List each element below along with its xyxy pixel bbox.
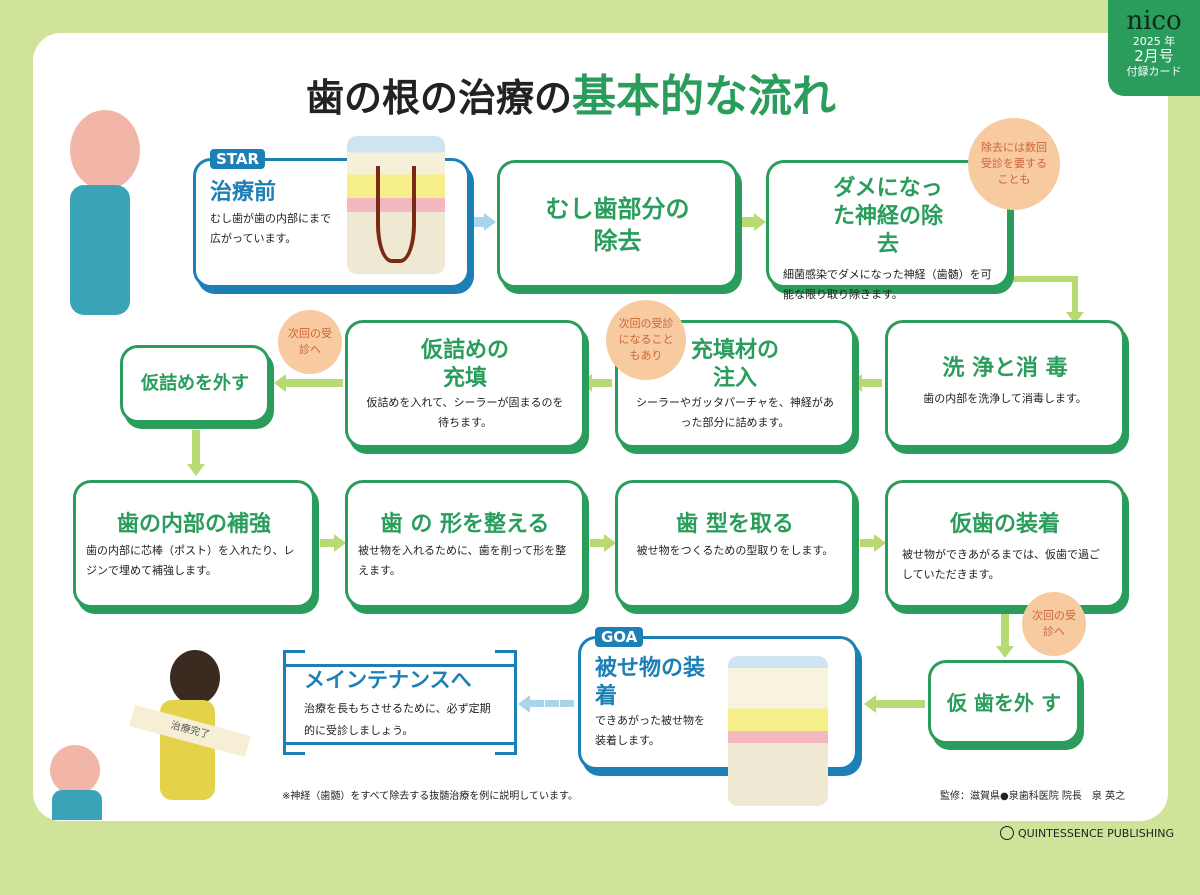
title-highlight: 基本的な流れ xyxy=(572,71,837,122)
arrow-5 xyxy=(590,379,612,387)
goal-tag: GOA xyxy=(595,627,644,647)
step-temp-filling: 仮詰めの充填仮詰めを入れて、シーラーが固まるのを待ちます。 xyxy=(345,320,585,448)
arrow-head xyxy=(187,464,205,476)
arrow-head xyxy=(864,695,876,713)
step-title: むし歯部分の除去 xyxy=(545,195,690,255)
step-remove-temp-crown: 仮 歯を外 す xyxy=(928,660,1080,744)
step-title: 治療前 xyxy=(210,180,277,205)
publisher-logo: QUINTESSENCE PUBLISHING xyxy=(1000,826,1174,840)
arrow-3 xyxy=(1072,276,1078,316)
step-cleaning: 洗 浄と消 毒歯の内部を洗浄して消毒します。 xyxy=(885,320,1125,448)
step-title: ダメになった神経の除去 xyxy=(832,176,943,257)
arrow-10 xyxy=(860,539,876,547)
patient-illustration xyxy=(170,650,220,705)
note-text: 次回の受診になることもあり xyxy=(618,317,674,362)
arrow-9 xyxy=(590,539,606,547)
step-desc: 被せ物ができあがるまでは、仮歯で過ごしていただきます。 xyxy=(902,548,1100,581)
arrow-head xyxy=(518,695,530,713)
maintenance-desc: 治療を長もちさせるために、必ず定期的に受診しましょう。 xyxy=(304,702,491,737)
arrow-head xyxy=(996,646,1014,658)
arrow-head xyxy=(274,374,286,392)
arrow-12 xyxy=(875,700,925,708)
title-prefix: 歯の根の治療の xyxy=(306,76,573,120)
arrow-1 xyxy=(470,217,488,227)
step-title: 被せ物の装着 xyxy=(595,656,706,709)
brand-logo: nico xyxy=(1126,6,1182,36)
dentist-cheering-body xyxy=(52,790,102,820)
arrow-head xyxy=(604,534,616,552)
arrow-4 xyxy=(860,379,882,387)
publisher-name: QUINTESSENCE PUBLISHING xyxy=(1018,826,1174,840)
arrow-8 xyxy=(320,539,336,547)
step-title: 仮 歯を外 す xyxy=(947,691,1061,715)
step-filling-injection: 充填材の注入シーラーやガッタパーチャを、神経があった部分に詰めます。 xyxy=(615,320,855,448)
step-decay-removal: むし歯部分の除去 xyxy=(497,160,738,288)
step-title: 充填材の注入 xyxy=(690,338,779,391)
note-multiple-visits: 除去には数回受診を要することも xyxy=(968,118,1060,210)
publisher-icon xyxy=(1000,826,1014,840)
dashed-arrow-maintenance xyxy=(530,700,574,707)
note-next-visit-1: 次回の受診へ xyxy=(278,310,342,374)
maintenance-section: メインテナンスへ 治療を長もちさせるために、必ず定期的に受診しましょう。 xyxy=(283,650,517,755)
dentist-cheering-illustration xyxy=(50,745,100,795)
note-text: 次回の受診へ xyxy=(1032,609,1076,638)
step-desc: むし歯が歯の内部にまで広がっています。 xyxy=(210,212,331,245)
step-title: 仮詰めの充填 xyxy=(420,338,509,391)
arrow-head xyxy=(874,534,886,552)
arrow-head xyxy=(754,213,766,231)
dentist-body-illustration xyxy=(70,185,130,315)
step-desc: 仮詰めを入れて、シーラーが固まるのを待ちます。 xyxy=(366,396,564,429)
step-nerve-removal: ダメになった神経の除去細菌感染でダメになった神経（歯髄）を可能な限り取り除きます… xyxy=(766,160,1010,301)
step-title: 歯の内部の補強 xyxy=(116,512,271,537)
crowned-tooth-illustration xyxy=(728,656,828,806)
supervisor-credit: 監修：滋賀県●泉歯科医院 院長 泉 英之 xyxy=(940,791,1126,802)
step-desc: 歯の内部に芯棒（ポスト）を入れたり、レジンで埋めて補強します。 xyxy=(86,544,295,577)
note-next-visit-maybe: 次回の受診になることもあり xyxy=(606,300,686,380)
step-title: 洗 浄と消 毒 xyxy=(942,356,1068,381)
maintenance-title: メインテナンスへ xyxy=(304,668,472,692)
step-reinforce: 歯の内部の補強歯の内部に芯棒（ポスト）を入れたり、レジンで埋めて補強します。 xyxy=(73,480,315,608)
arrow-head xyxy=(334,534,346,552)
step-title: 仮歯の装着 xyxy=(949,512,1060,537)
connector-3 xyxy=(1012,276,1076,282)
badge-subtitle: 付録カード xyxy=(1126,65,1182,78)
step-desc: シーラーやガッタパーチャを、神経があった部分に詰めます。 xyxy=(636,396,834,429)
step-desc: 被せ物をつくるための型取りをします。 xyxy=(636,544,834,557)
step-desc: 被せ物を入れるために、歯を削って形を整えます。 xyxy=(358,544,567,577)
step-remove-temp-filling: 仮詰めを外す xyxy=(120,345,270,423)
arrow-2 xyxy=(740,217,756,227)
step-temp-crown: 仮歯の装着被せ物ができあがるまでは、仮歯で過ごしていただきます。 xyxy=(885,480,1125,608)
magazine-badge: nico 2025 年 2月号 付録カード xyxy=(1108,0,1200,96)
arrow-7 xyxy=(192,430,200,466)
note-next-visit-2: 次回の受診へ xyxy=(1022,592,1086,656)
note-text: 除去には数回受診を要することも xyxy=(981,141,1047,186)
footnote: ※神経（歯髄）をすべて除去する抜髄治療を例に説明しています。 xyxy=(282,791,578,802)
step-title: 仮詰めを外す xyxy=(141,373,249,394)
start-tag: STAR xyxy=(210,149,266,169)
note-text: 次回の受診へ xyxy=(288,327,332,356)
arrow-6 xyxy=(285,379,343,387)
decayed-tooth-illustration xyxy=(347,136,445,274)
arrow-head xyxy=(484,213,496,231)
dentist-illustration xyxy=(70,110,140,190)
badge-year: 2025 年 xyxy=(1132,35,1176,48)
step-title: 歯 の 形を整える xyxy=(380,512,550,537)
step-impression: 歯 型を取る被せ物をつくるための型取りをします。 xyxy=(615,480,855,608)
page-title: 歯の根の治療の基本的な流れ xyxy=(306,60,836,124)
step-desc: 細菌感染でダメになった神経（歯髄）を可能な限り取り除きます。 xyxy=(783,268,992,301)
step-title: 歯 型を取る xyxy=(676,512,794,537)
step-desc: 歯の内部を洗浄して消毒します。 xyxy=(923,392,1087,405)
badge-issue: 2月号 xyxy=(1134,47,1174,65)
arrow-11 xyxy=(1001,612,1009,648)
step-shape-tooth: 歯 の 形を整える被せ物を入れるために、歯を削って形を整えます。 xyxy=(345,480,585,608)
step-desc: できあがった被せ物を装着します。 xyxy=(595,714,705,747)
